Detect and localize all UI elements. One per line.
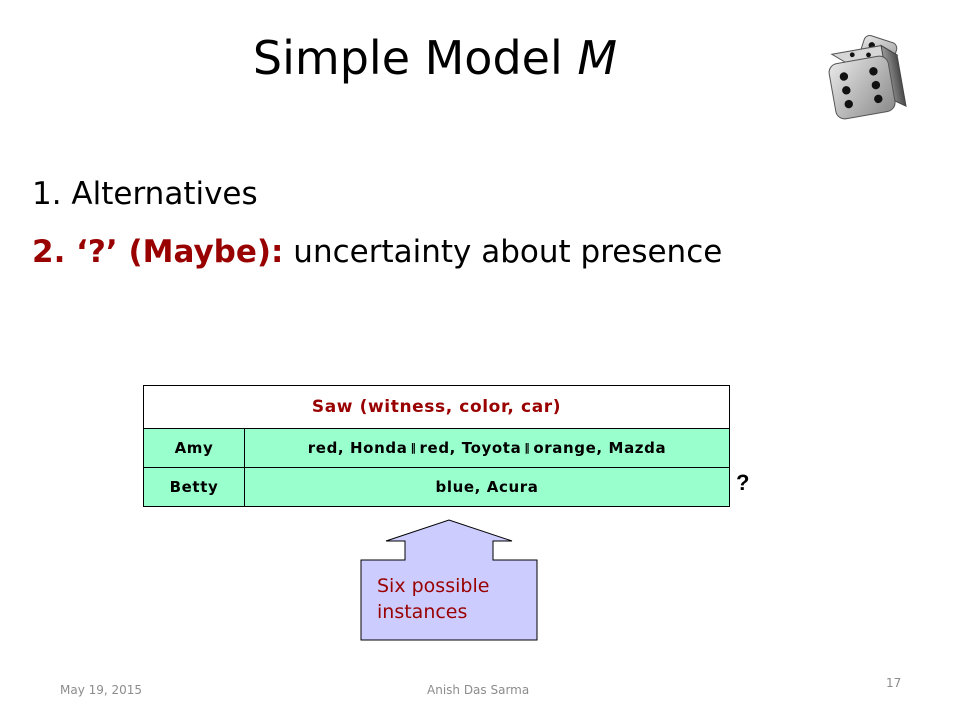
alternative: red, Honda [307, 439, 408, 457]
bullet-list: 1. Alternatives 2. ‘?’ (Maybe): uncertai… [32, 172, 722, 288]
footer-date: May 19, 2015 [60, 683, 143, 697]
callout-line: instances [377, 601, 468, 623]
up-arrow-callout [360, 519, 538, 641]
alternative: red, Toyota [419, 439, 522, 457]
bullet-maybe-head: 2. ‘?’ (Maybe): [32, 234, 284, 270]
table-row: Amy red, Honda‖red, Toyota‖orange, Mazda [143, 428, 730, 468]
alternatives-cell: red, Honda‖red, Toyota‖orange, Mazda [244, 428, 730, 468]
maybe-marker: ? [736, 470, 750, 495]
slide-title: Simple Model M [200, 28, 670, 88]
witness-cell: Amy [143, 428, 245, 468]
bullet-maybe-rest: uncertainty about presence [283, 234, 723, 270]
witness-cell: Betty [143, 467, 245, 507]
footer-author: Anish Das Sarma [427, 683, 530, 697]
title-italic: M [577, 31, 618, 85]
alternative-separator: ‖ [410, 441, 417, 454]
title-main: Simple Model [252, 31, 578, 85]
callout-text: Six possible instances [377, 573, 527, 625]
dice-icon [828, 35, 907, 120]
bullet-maybe: 2. ‘?’ (Maybe): uncertainty about presen… [32, 230, 722, 288]
table-header: Saw (witness, color, car) [143, 385, 730, 429]
alternative-separator: ‖ [524, 441, 531, 454]
alternative: orange, Mazda [533, 439, 667, 457]
callout-line: Six possible [377, 575, 490, 597]
saw-relation-table: Saw (witness, color, car) Amy red, Honda… [143, 385, 730, 507]
table-row: Betty blue, Acura [143, 467, 730, 507]
slide-number: 17 [886, 676, 902, 690]
alternative: blue, Acura [435, 478, 539, 496]
bullet-alternatives: 1. Alternatives [32, 176, 258, 212]
alternatives-cell: blue, Acura [244, 467, 730, 507]
